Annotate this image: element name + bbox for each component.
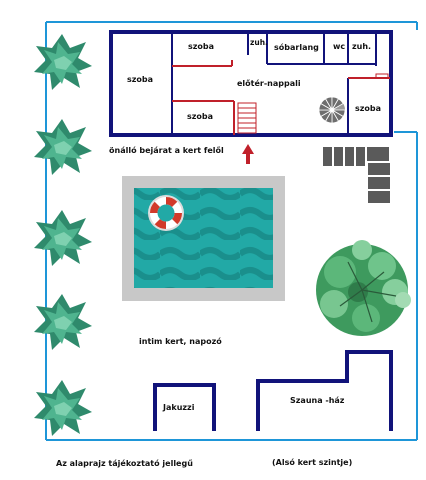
sauna-outline <box>256 350 393 431</box>
bush-icon <box>34 34 92 90</box>
room-label-eloter-nappali: előtér-nappali <box>237 79 301 88</box>
garden-label: intim kert, napozó <box>139 337 222 346</box>
disclaimer-note: Az alaprajz tájékoztató jellegű <box>56 459 193 468</box>
entrance-label: önálló bejárat a kert felől <box>109 146 224 155</box>
bush-icon <box>34 210 92 266</box>
partition-walls <box>172 60 390 135</box>
inner-walls <box>171 32 377 135</box>
room-label-szoba-left: szoba <box>127 75 154 84</box>
pool <box>122 176 285 301</box>
garden-fence <box>45 21 418 441</box>
bush-icon <box>34 294 92 350</box>
entrance-arrow-icon <box>242 144 254 164</box>
tree-icon <box>316 240 411 336</box>
room-label-szoba-bottom: szoba <box>187 112 214 121</box>
room-label-szoba-right: szoba <box>355 104 382 113</box>
small-door-mark <box>375 73 389 79</box>
jacuzzi-outline <box>153 383 216 431</box>
life-ring-icon <box>148 195 184 231</box>
room-label-szoba-top: szoba <box>188 42 215 51</box>
jacuzzi-label: Jakuzzi <box>163 403 195 412</box>
bush-icon <box>34 119 92 175</box>
level-note: (Alsó kert szintje) <box>272 458 353 467</box>
room-label-sobarlang: sóbarlang <box>274 43 319 52</box>
building-wall <box>109 30 393 137</box>
room-label-wc: wc <box>333 42 346 51</box>
sauna-label: Szauna -ház <box>290 396 345 405</box>
room-label-zuh-right: zuh. <box>352 42 372 51</box>
spiral-staircase-icon <box>318 96 346 124</box>
straight-stairs-icon <box>237 102 257 134</box>
stepping-stone-icon <box>323 147 390 203</box>
bush-icon <box>34 380 92 436</box>
room-label-zuh-top: zuh. <box>250 38 268 47</box>
